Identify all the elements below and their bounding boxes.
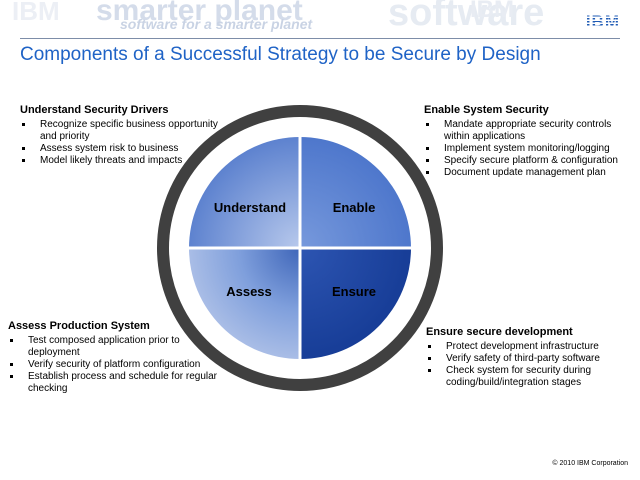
- banner-watermark-text: smarter planet: [96, 0, 303, 27]
- bullet-item: Test composed application prior to deplo…: [8, 335, 218, 359]
- bullet-item: Verify safety of third-party software: [426, 353, 632, 365]
- bullet-item: Establish process and schedule for regul…: [8, 371, 218, 395]
- quadrant-understand-label: Understand: [214, 200, 286, 215]
- section-understand: Understand Security Drivers Recognize sp…: [20, 104, 220, 167]
- section-ensure: Ensure secure development Protect develo…: [426, 326, 632, 389]
- copyright-text: © 2010 IBM Corporation: [552, 460, 628, 467]
- bullet-item: Assess system risk to business: [20, 143, 220, 155]
- section-assess: Assess Production System Test composed a…: [8, 320, 218, 395]
- section-ensure-heading: Ensure secure development: [426, 326, 573, 338]
- slide-title: Components of a Successful Strategy to b…: [20, 44, 541, 65]
- ibm-logo: IBM: [585, 12, 620, 31]
- banner-watermark-text: IBM: [12, 0, 60, 26]
- bullet-item: Verify security of platform configuratio…: [8, 359, 218, 371]
- bullet-item: Check system for security during coding/…: [426, 365, 632, 389]
- bullet-item: Model likely threats and impacts: [20, 155, 220, 167]
- section-understand-heading: Understand Security Drivers: [20, 104, 169, 116]
- section-assess-list: Test composed application prior to deplo…: [8, 335, 218, 395]
- section-enable: Enable System Security Mandate appropria…: [424, 104, 636, 179]
- banner-watermark-text: software for a smarter planet: [120, 16, 313, 32]
- quadrant-ensure-shape: [300, 248, 411, 359]
- bullet-item: Mandate appropriate security controls wi…: [424, 119, 636, 143]
- quadrant-ensure-label: Ensure: [332, 284, 376, 299]
- quadrant-understand-shape: [189, 137, 300, 248]
- bullet-item: Implement system monitoring/logging: [424, 143, 636, 155]
- section-enable-heading: Enable System Security: [424, 104, 549, 116]
- quadrant-assess-label: Assess: [226, 284, 272, 299]
- bullet-item: Specify secure platform & configuration: [424, 155, 636, 167]
- header-banner: IBM smarter planet software for a smarte…: [0, 0, 640, 40]
- bullet-item: Recognize specific business opportunity …: [20, 119, 220, 143]
- bullet-item: Protect development infrastructure: [426, 341, 632, 353]
- banner-watermark-text: software: [388, 0, 545, 34]
- section-understand-list: Recognize specific business opportunity …: [20, 119, 220, 167]
- quadrant-enable-label: Enable: [333, 200, 376, 215]
- section-enable-list: Mandate appropriate security controls wi…: [424, 119, 636, 179]
- quadrant-assess-shape: [189, 248, 300, 359]
- bullet-item: Document update management plan: [424, 167, 636, 179]
- title-divider: [20, 38, 620, 39]
- section-ensure-list: Protect development infrastructure Verif…: [426, 341, 632, 389]
- section-assess-heading: Assess Production System: [8, 320, 150, 332]
- quadrant-enable-shape: [300, 137, 411, 248]
- banner-watermark-text: IBM: [470, 0, 514, 23]
